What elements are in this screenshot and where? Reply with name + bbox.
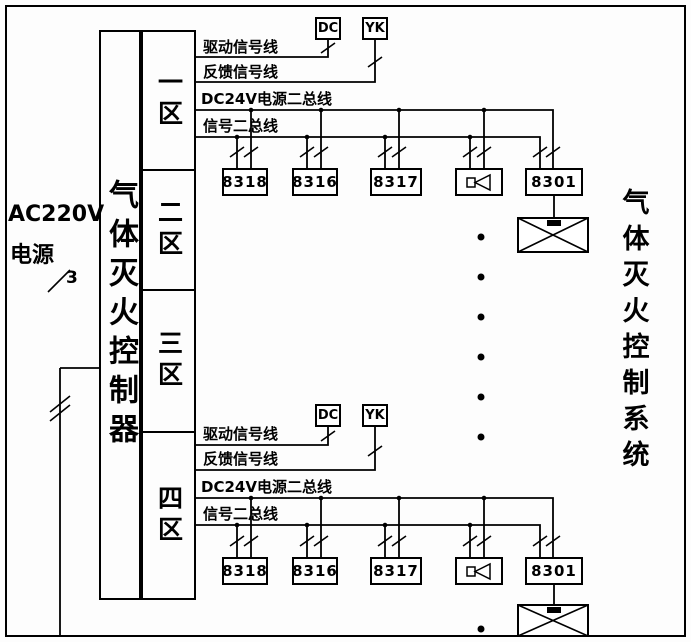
terminal-bar xyxy=(547,607,561,613)
bottom-device-8301: 8301 xyxy=(525,557,583,585)
junction-dots xyxy=(234,107,487,528)
top-discharge-device xyxy=(517,217,589,253)
top-signal-label: 信号二总线 xyxy=(203,117,279,135)
zone-3-cell: 三区 xyxy=(141,290,196,432)
top-drive-label: 驱动信号线 xyxy=(203,38,279,56)
device-label: 8317 xyxy=(373,562,419,580)
zone-2-label: 二区 xyxy=(154,199,184,261)
device-label: 8316 xyxy=(292,562,338,580)
terminal-bar xyxy=(547,220,561,226)
yk-module-label: YK xyxy=(365,408,385,423)
system-title-text: 气体灭火控制系统 xyxy=(617,188,649,476)
bottom-signal-label: 信号二总线 xyxy=(203,505,279,523)
yk-module-label: YK xyxy=(365,21,385,36)
top-device-8317: 8317 xyxy=(370,168,422,196)
top-feedback-signal-line xyxy=(196,40,376,83)
ellipsis-dots xyxy=(477,233,485,633)
speaker-icon xyxy=(466,562,491,581)
controller-box: 气体灭火控制器 xyxy=(99,30,141,600)
bottom-yk-module-box: YK xyxy=(362,404,388,427)
dc-module-label: DC xyxy=(317,408,339,423)
zone-4-cell: 四区 xyxy=(141,432,196,600)
outer-frame xyxy=(5,5,686,637)
top-device-8316: 8316 xyxy=(292,168,338,196)
bottom-drive-signal-line xyxy=(196,427,329,446)
power-label-line2: 电源 xyxy=(10,243,55,268)
bottom-signal-bus xyxy=(196,524,541,557)
device-label: 8317 xyxy=(373,173,419,191)
bottom-feedback-label: 反馈信号线 xyxy=(203,450,279,468)
top-dc-module-box: DC xyxy=(315,17,341,40)
zone-4-label: 四区 xyxy=(154,485,184,547)
bottom-dc24v-bus xyxy=(196,497,554,557)
bottom-discharge-device xyxy=(517,604,589,637)
phase-count-slash xyxy=(47,269,71,293)
wire-count-slashes xyxy=(47,42,561,547)
device-label: 8318 xyxy=(222,562,268,580)
zone-1-label: 一区 xyxy=(154,69,184,131)
crossed-box-icon xyxy=(517,217,589,253)
device-label: 8301 xyxy=(531,173,577,191)
zone-column xyxy=(141,30,196,600)
speaker-icon xyxy=(466,173,491,192)
zone-1-cell: 一区 xyxy=(141,30,196,170)
top-signal-bus xyxy=(196,136,541,168)
bus-lines xyxy=(59,40,555,636)
top-alarm-horn-box xyxy=(455,168,503,196)
bottom-alarm-horn-box xyxy=(455,557,503,585)
top-dc24v-bus xyxy=(196,109,554,168)
controller-title: 气体灭火控制器 xyxy=(103,178,138,452)
system-title: 气体灭火控制系统 xyxy=(615,172,651,492)
bottom-device-8316: 8316 xyxy=(292,557,338,585)
bottom-dc-module-box: DC xyxy=(315,404,341,427)
top-drive-signal-line xyxy=(196,40,329,58)
bottom-device-8317: 8317 xyxy=(370,557,422,585)
device-label: 8301 xyxy=(531,562,577,580)
zone-3-label: 三区 xyxy=(154,330,184,392)
zone-dividers xyxy=(141,169,196,433)
bottom-dc24v-label: DC24V电源二总线 xyxy=(201,478,332,496)
device-label: 8316 xyxy=(292,173,338,191)
dc-module-label: DC xyxy=(317,21,339,36)
top-yk-module-box: YK xyxy=(362,17,388,40)
bottom-device-8318: 8318 xyxy=(222,557,268,585)
crossed-box-icon xyxy=(517,604,589,637)
top-dc24v-label: DC24V电源二总线 xyxy=(201,90,332,108)
top-feedback-label: 反馈信号线 xyxy=(203,63,279,81)
bottom-feedback-signal-line xyxy=(196,427,376,471)
device-label: 8318 xyxy=(222,173,268,191)
top-device-8301: 8301 xyxy=(525,168,583,196)
bottom-drive-label: 驱动信号线 xyxy=(203,425,279,443)
top-device-8318: 8318 xyxy=(222,168,268,196)
power-wire-count: 3 xyxy=(66,268,78,288)
power-label-line1: AC220V xyxy=(8,202,105,227)
zone-2-cell: 二区 xyxy=(141,170,196,290)
